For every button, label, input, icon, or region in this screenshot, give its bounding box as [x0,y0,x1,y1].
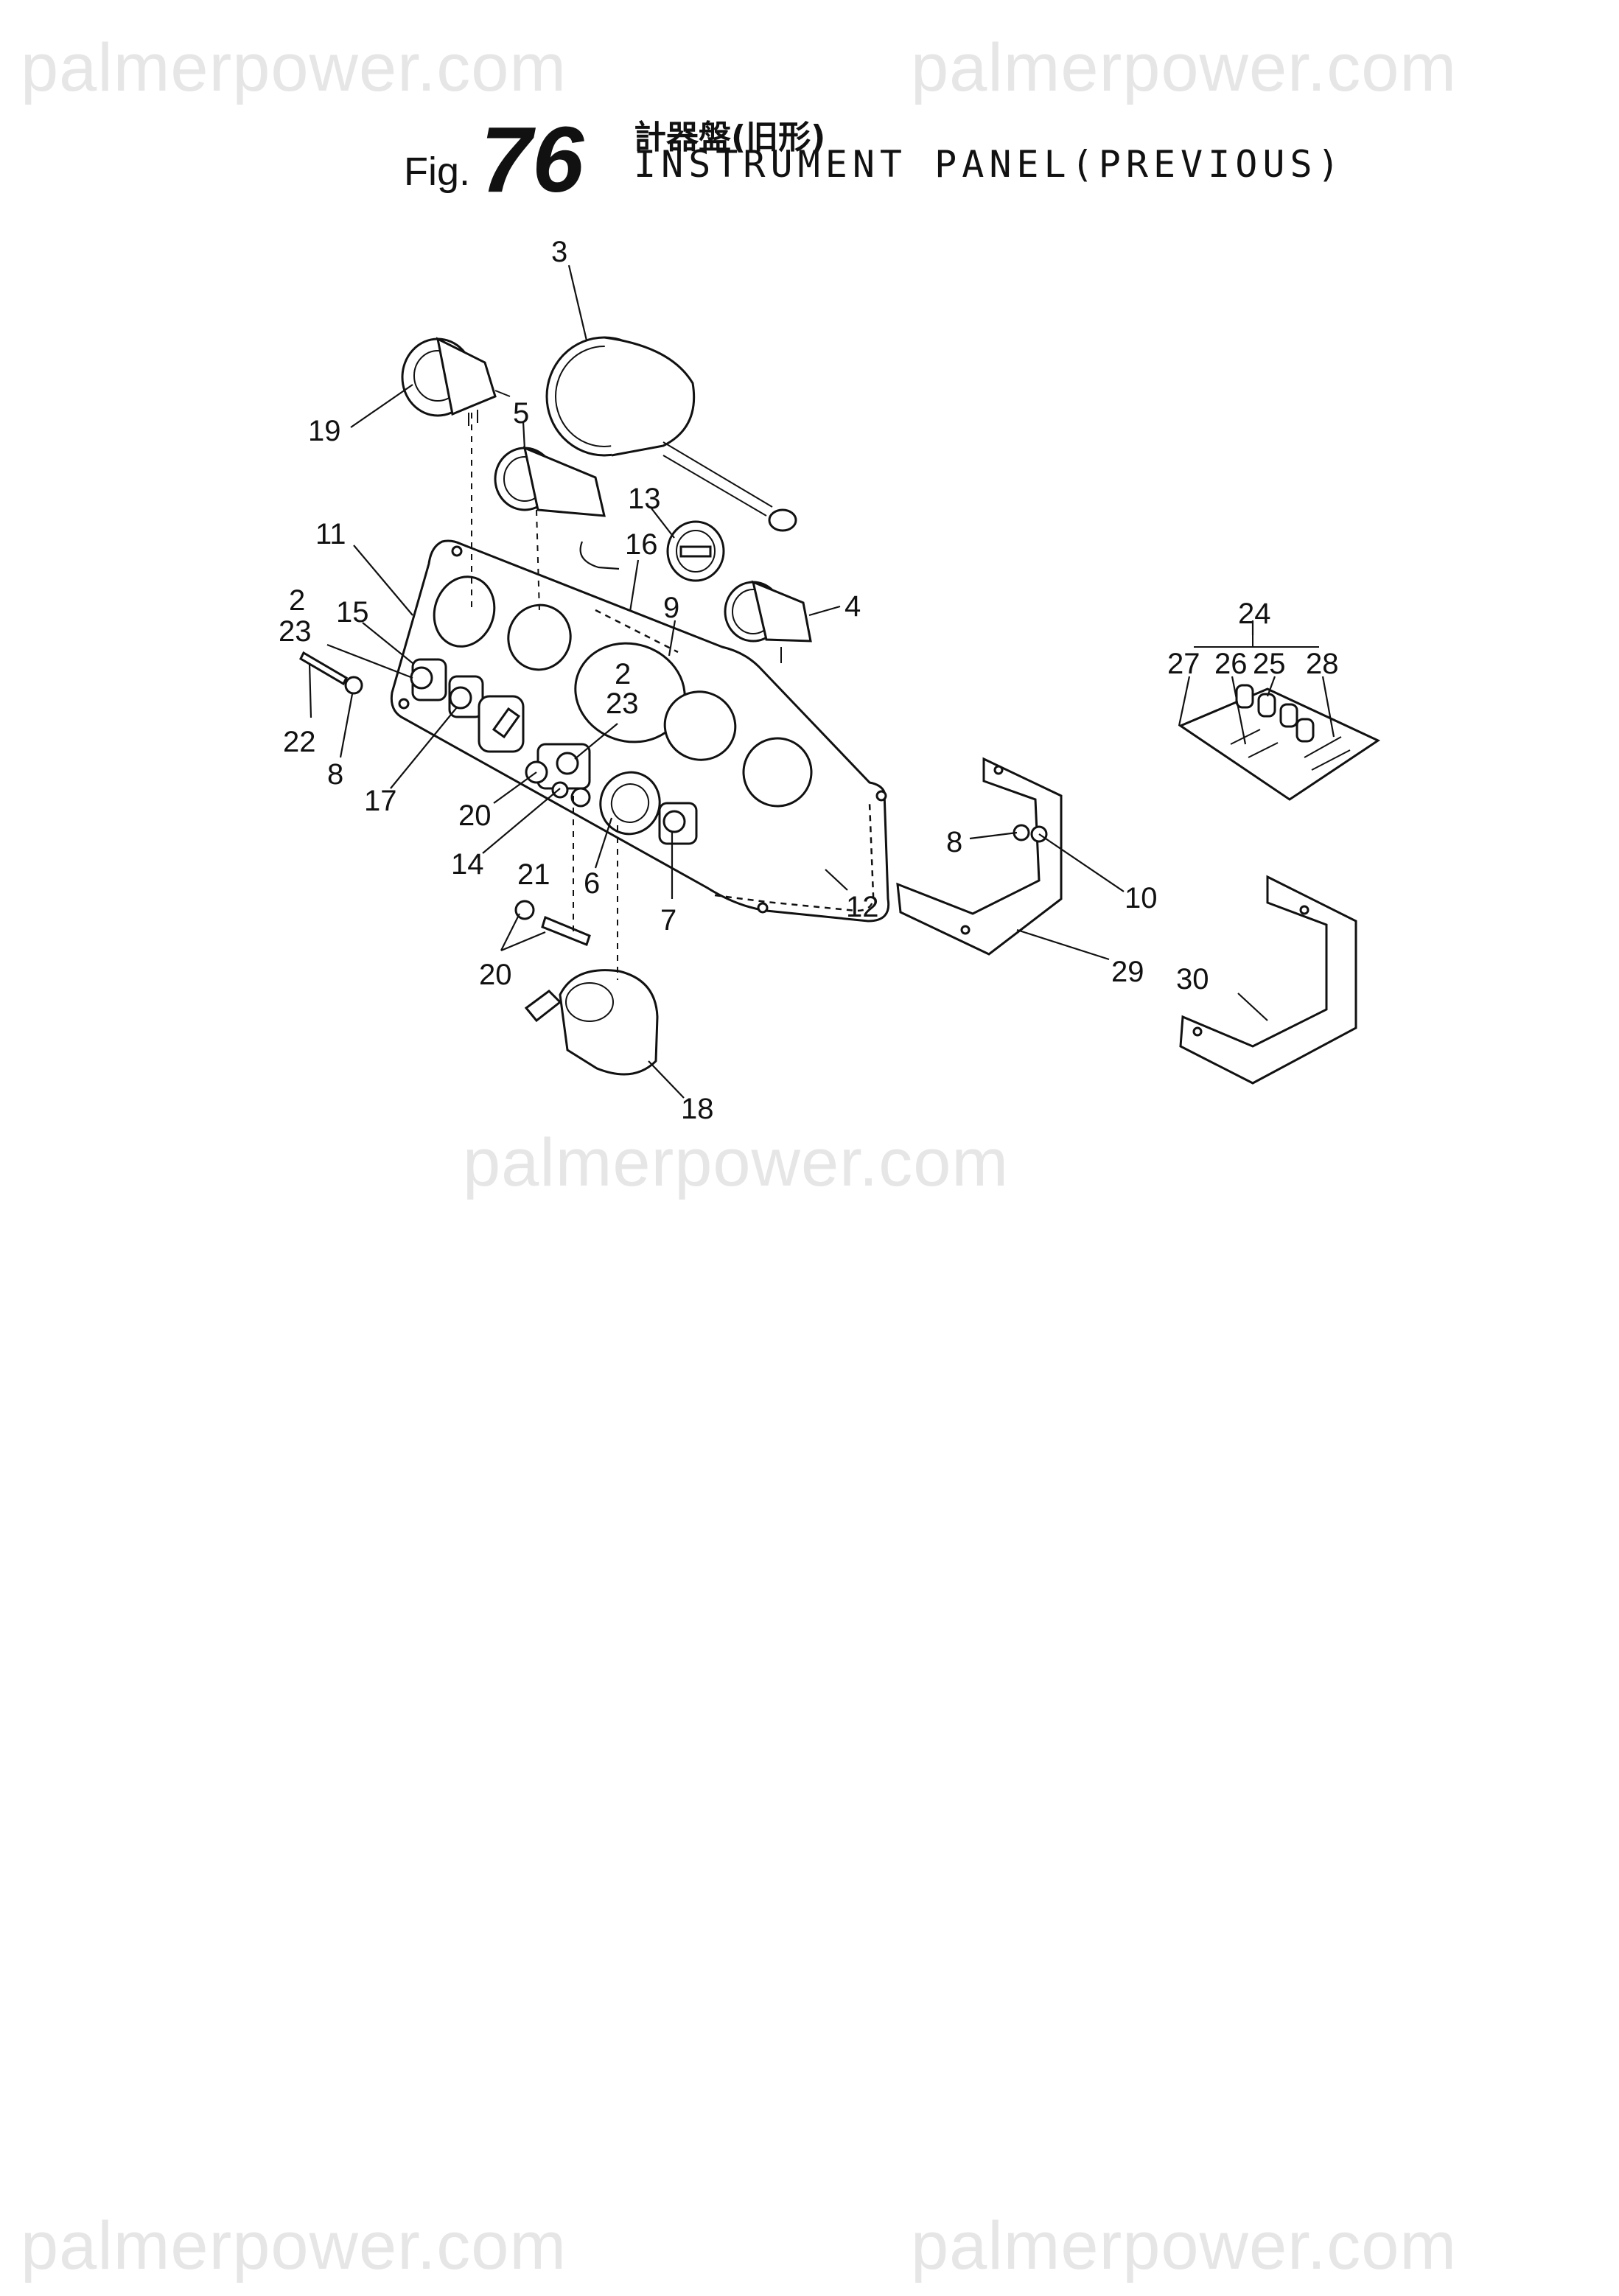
callout-23-center: 23 [606,687,639,720]
callout-5: 5 [513,397,529,430]
figure-prefix: Fig. [404,150,471,194]
callout-29: 29 [1111,956,1144,988]
callout-24: 24 [1238,598,1271,630]
bolt-22 [299,651,363,695]
callout-11: 11 [315,518,346,550]
callout-10: 10 [1125,882,1158,914]
figure-title-japanese: 計器盤(旧形) [634,119,826,156]
gauge-5 [494,446,620,570]
callout-2-center: 2 [615,658,631,690]
callout-20-lower: 20 [479,959,512,991]
watermark-top-left: palmerpower.com [21,30,567,105]
callout-16: 16 [625,528,658,561]
callout-15: 15 [336,596,369,629]
callout-14: 14 [451,848,484,881]
callout-9: 9 [663,592,679,624]
callout-30: 30 [1176,963,1209,995]
callout-13: 13 [628,483,661,515]
callout-27: 27 [1167,648,1200,680]
callout-21: 21 [517,858,550,891]
gauge-4 [724,580,812,663]
figure-number: 76 [480,108,584,211]
part-set-24 [1178,635,1381,801]
gauge-13 [666,520,725,582]
callout-4: 4 [845,590,861,623]
instrument-panel-plate [390,539,890,923]
callout-3: 3 [551,236,567,268]
callout-6: 6 [584,867,600,900]
watermark-top-right: palmerpower.com [911,30,1458,105]
leader-lines [308,265,1335,1099]
callout-23-left: 23 [279,615,312,648]
gauge-3 [545,336,797,532]
callout-26: 26 [1214,648,1248,680]
callout-19: 19 [308,415,341,447]
watermark-bottom-left: palmerpower.com [21,2208,567,2283]
callout-18: 18 [681,1093,714,1125]
watermark-middle: palmerpower.com [463,1125,1010,1200]
terminal-21 [514,900,591,946]
callout-22: 22 [283,726,316,758]
callout-25: 25 [1253,648,1286,680]
figure-title-english: INSTRUMENT PANEL(PREVIOUS) [634,143,1345,186]
watermark-bottom-right: palmerpower.com [911,2208,1458,2283]
callout-20-upper: 20 [458,799,492,832]
callout-2-left: 2 [289,584,305,617]
gauge-19 [401,337,511,426]
callout-8-left: 8 [327,758,343,791]
callout-7: 7 [660,904,676,937]
callout-12: 12 [846,891,879,923]
callout-labels: 3 19 5 13 11 16 9 4 2 23 15 2 23 22 8 17… [279,236,1339,1125]
bracket-29 [896,757,1063,956]
key-switch-18 [524,969,659,1076]
bracket-30 [1179,875,1357,1085]
callout-28: 28 [1306,648,1339,680]
callout-17: 17 [364,785,397,817]
callout-8-right: 8 [946,826,962,858]
